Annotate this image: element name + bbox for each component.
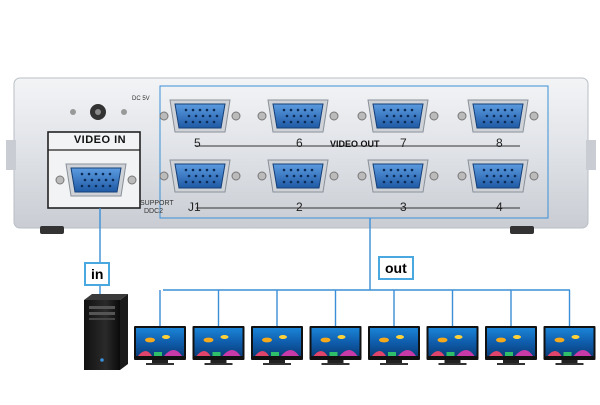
port-number-7: 7	[400, 136, 407, 150]
monitor-icon	[192, 326, 245, 365]
monitor-row	[134, 326, 596, 365]
computer-tower-icon	[84, 294, 128, 370]
monitor-icon	[543, 326, 596, 365]
monitor-icon	[368, 326, 420, 365]
video-in-label: VIDEO IN	[73, 134, 127, 146]
vga-ports	[55, 99, 539, 197]
vga-port-out-7	[357, 99, 439, 133]
in-label: in	[84, 262, 111, 286]
vga-port-out-2	[257, 159, 339, 193]
port-number-6: 6	[296, 136, 303, 150]
vga-port-out-4	[457, 159, 539, 193]
vga-port-in	[55, 163, 137, 197]
monitor-icon	[134, 326, 186, 365]
connection-lines	[99, 208, 571, 326]
support-label: SUPPORT	[140, 200, 174, 207]
monitor-icon	[309, 326, 362, 365]
vga-port-out-5	[159, 99, 241, 133]
port-number-3: 3	[400, 200, 407, 214]
monitor-icon	[251, 326, 303, 365]
monitor-icon	[426, 326, 479, 365]
vga-port-out-3	[357, 159, 439, 193]
port-number-5: 5	[194, 136, 201, 150]
video-out-label: VIDEO OUT	[330, 139, 380, 149]
monitor-icon	[485, 326, 537, 365]
port-number-4: 4	[496, 200, 503, 214]
port-number-1: J1	[188, 200, 201, 214]
vga-port-out-1	[159, 159, 241, 193]
dc-label: DC 5V	[132, 96, 150, 102]
vga-port-out-8	[457, 99, 539, 133]
out-label: out	[378, 256, 414, 280]
ddc-label: DDC2	[144, 208, 164, 215]
vga-port-out-6	[257, 99, 339, 133]
port-number-2: 2	[296, 200, 303, 214]
port-number-8: 8	[496, 136, 503, 150]
